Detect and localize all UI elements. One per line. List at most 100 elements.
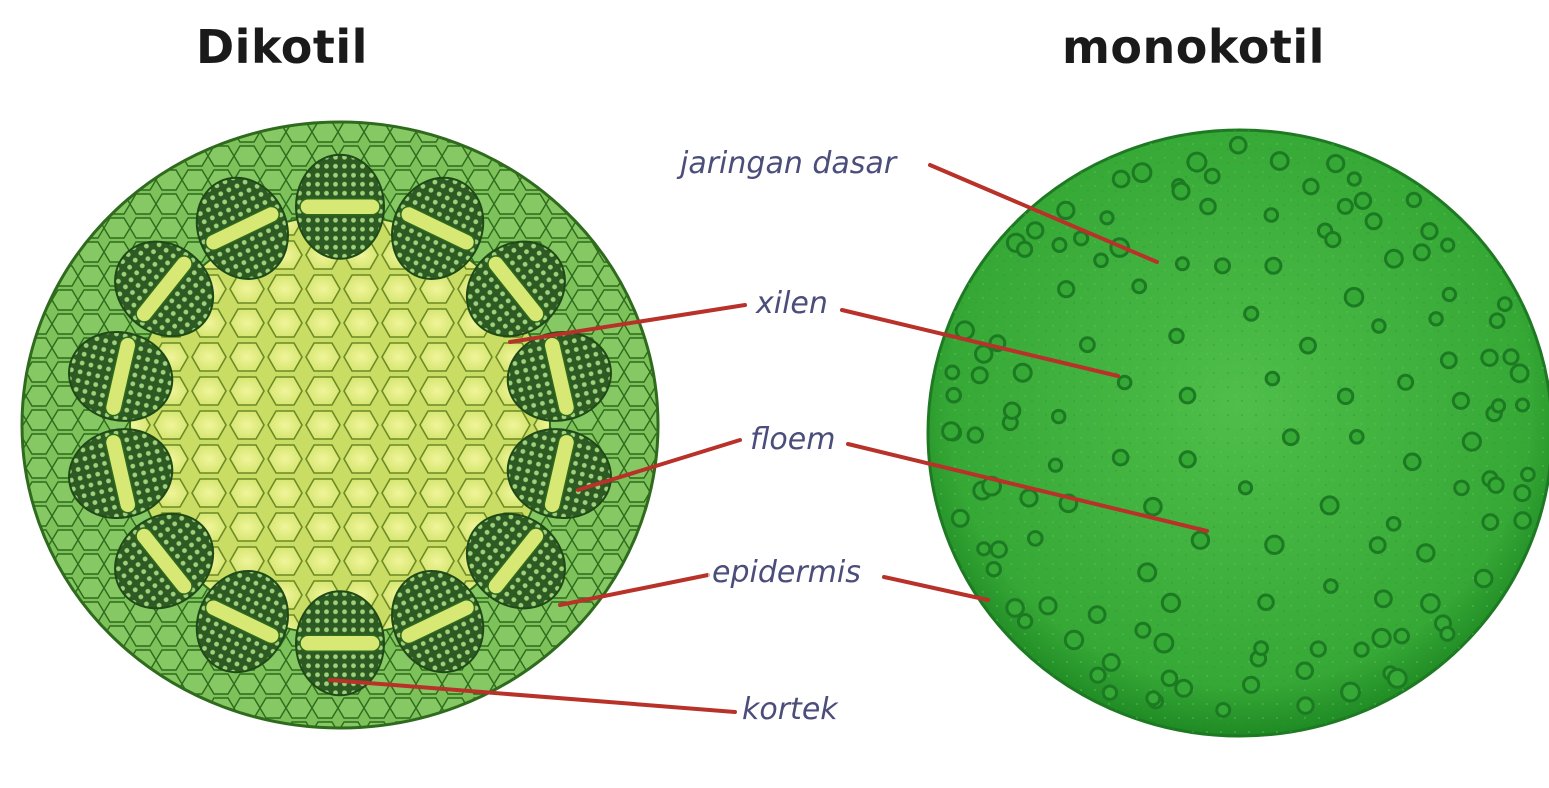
monocot-bundle — [1511, 365, 1528, 382]
monocot-bundle — [1155, 634, 1173, 652]
label-floem: floem — [746, 422, 839, 457]
monocot-bundle — [1095, 254, 1108, 267]
monocot-bundle — [1180, 452, 1195, 467]
monocot-bundle — [1422, 595, 1440, 613]
monocot-bundle — [1217, 704, 1230, 717]
label-kortek: kortek — [738, 692, 842, 727]
monocot-bundle — [1422, 224, 1437, 239]
monocot-bundle — [1366, 214, 1381, 229]
label-epidermis: epidermis — [708, 555, 865, 590]
monocot-bundle — [1443, 288, 1455, 300]
monocot-bundle — [1441, 627, 1454, 640]
monocot-bundle — [1058, 202, 1074, 218]
monocot-bundle — [1266, 372, 1279, 385]
monocot-bundle — [1018, 242, 1032, 256]
monocot-bundle — [1376, 591, 1392, 607]
monocot-bundle — [1351, 431, 1364, 444]
monocot-bundle — [1304, 179, 1318, 193]
monocot-bundle — [1162, 671, 1177, 686]
monocot-bundle — [1244, 677, 1259, 692]
monocot-bundle — [947, 388, 961, 402]
monocot-bundle — [1192, 532, 1208, 548]
monocot-bundle — [1113, 171, 1129, 187]
monocot-bundle — [1089, 607, 1105, 623]
monocot-bundle — [1053, 239, 1066, 252]
monocot-bundle — [1091, 668, 1105, 682]
monocot-bundle — [968, 428, 982, 442]
monocot-bundle — [1342, 683, 1360, 701]
monocot-bundle — [1230, 137, 1246, 153]
monocot-bundle — [1498, 298, 1511, 311]
monocot-bundle — [1021, 490, 1037, 506]
monocot-bundle — [1245, 307, 1258, 320]
monocot-bundle — [1053, 410, 1065, 422]
monocot-bundle — [1441, 353, 1456, 368]
monocot-bundle — [1475, 570, 1492, 587]
monocot-bundle — [1103, 686, 1116, 699]
monocot-bundle — [946, 366, 959, 379]
monocot-bundle — [1442, 239, 1454, 251]
monocot-bundle — [1145, 498, 1162, 515]
dicot-bundle — [296, 155, 384, 259]
monocot-bundle — [1504, 350, 1518, 364]
monocot-bundle — [1162, 594, 1179, 611]
monocot-bundle — [1414, 245, 1429, 260]
monocot-bundle — [1266, 258, 1281, 273]
monocot-title: monokotil — [1062, 20, 1325, 74]
monocot-bundle — [1188, 153, 1206, 171]
monocot-bundle — [978, 543, 990, 555]
monocot-bundle — [987, 563, 1000, 576]
monocot-bundle — [1370, 538, 1385, 553]
monocot-bundle — [943, 423, 960, 440]
monocot-bundle — [1170, 329, 1183, 342]
monocot-bundle — [1388, 670, 1406, 688]
monocot-bundle — [1118, 376, 1131, 389]
monocot-bundle — [1399, 375, 1413, 389]
dicot-stem — [22, 122, 658, 728]
monocot-bundle — [1007, 600, 1024, 617]
monocot-bundle — [1355, 643, 1368, 656]
monocot-bundle — [1321, 497, 1338, 514]
monocot-bundle — [1345, 288, 1363, 306]
monocot-bundle — [1176, 680, 1192, 696]
monocot-bundle — [1517, 399, 1529, 411]
monocot-bundle — [1049, 459, 1061, 471]
monocot-bundle — [1325, 580, 1338, 593]
monocot-bundle — [1255, 642, 1268, 655]
monocot-bundle — [1014, 364, 1031, 381]
monocot-bundle — [1453, 393, 1468, 408]
dicot-title: Dikotil — [196, 20, 368, 74]
monocot-bundle — [1136, 623, 1150, 637]
monocot-bundle — [1139, 564, 1156, 581]
monocot-bundle — [1515, 486, 1530, 501]
monocot-bundle — [1271, 153, 1288, 170]
monocot-bundle — [1180, 388, 1195, 403]
label-jaringan-dasar: jaringan dasar — [676, 146, 900, 181]
monocot-bundle — [1483, 515, 1498, 530]
monocot-bundle — [1147, 692, 1160, 705]
monocot-bundle — [1101, 212, 1113, 224]
monocot-bundle — [1133, 280, 1146, 293]
monocot-bundle — [1297, 663, 1313, 679]
monocot-bundle — [1430, 313, 1442, 325]
monocot-bundle — [1490, 314, 1504, 328]
monocot-bundle — [972, 368, 987, 383]
monocot-bundle — [1515, 513, 1531, 529]
monocot-bundle — [1386, 250, 1403, 267]
monocot-bundle — [1355, 193, 1370, 208]
monocot-bundle — [1455, 481, 1469, 495]
monocot-bundle — [1081, 338, 1095, 352]
monocot-bundle — [1338, 389, 1352, 403]
monocot-bundle — [1283, 430, 1298, 445]
monocot-bundle — [1018, 615, 1031, 628]
monocot-bundle — [1065, 631, 1082, 648]
monocot-bundle — [1418, 545, 1434, 561]
label-xilen: xilen — [752, 286, 832, 321]
monocot-bundle — [1176, 258, 1188, 270]
monocot-bundle — [1373, 629, 1390, 646]
monocot-bundle — [1326, 233, 1340, 247]
monocot-bundle — [1133, 164, 1151, 182]
monocot-bundle — [1103, 654, 1119, 670]
monocot-bundle — [1004, 403, 1019, 418]
